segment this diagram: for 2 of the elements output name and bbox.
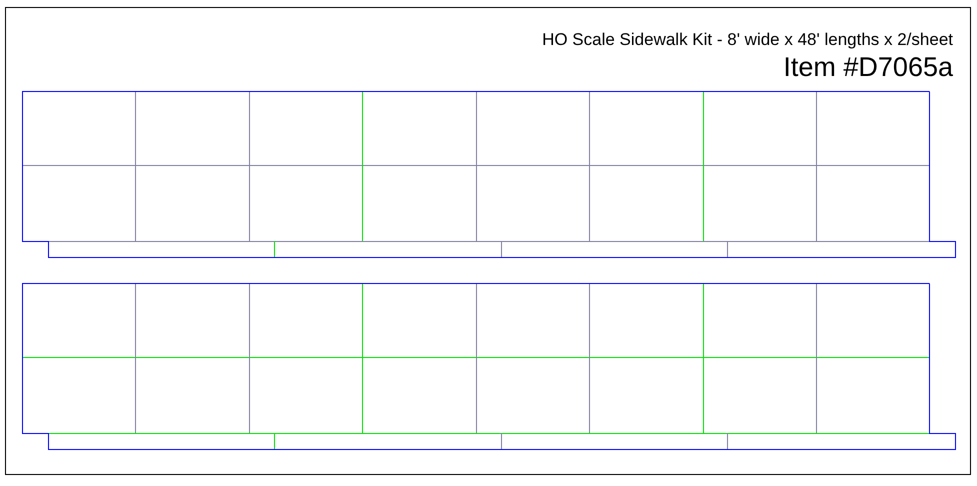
kit-description: HO Scale Sidewalk Kit - 8' wide x 48' lengths x 2/sheet xyxy=(542,30,953,50)
item-number: Item #D7065a xyxy=(783,52,953,83)
